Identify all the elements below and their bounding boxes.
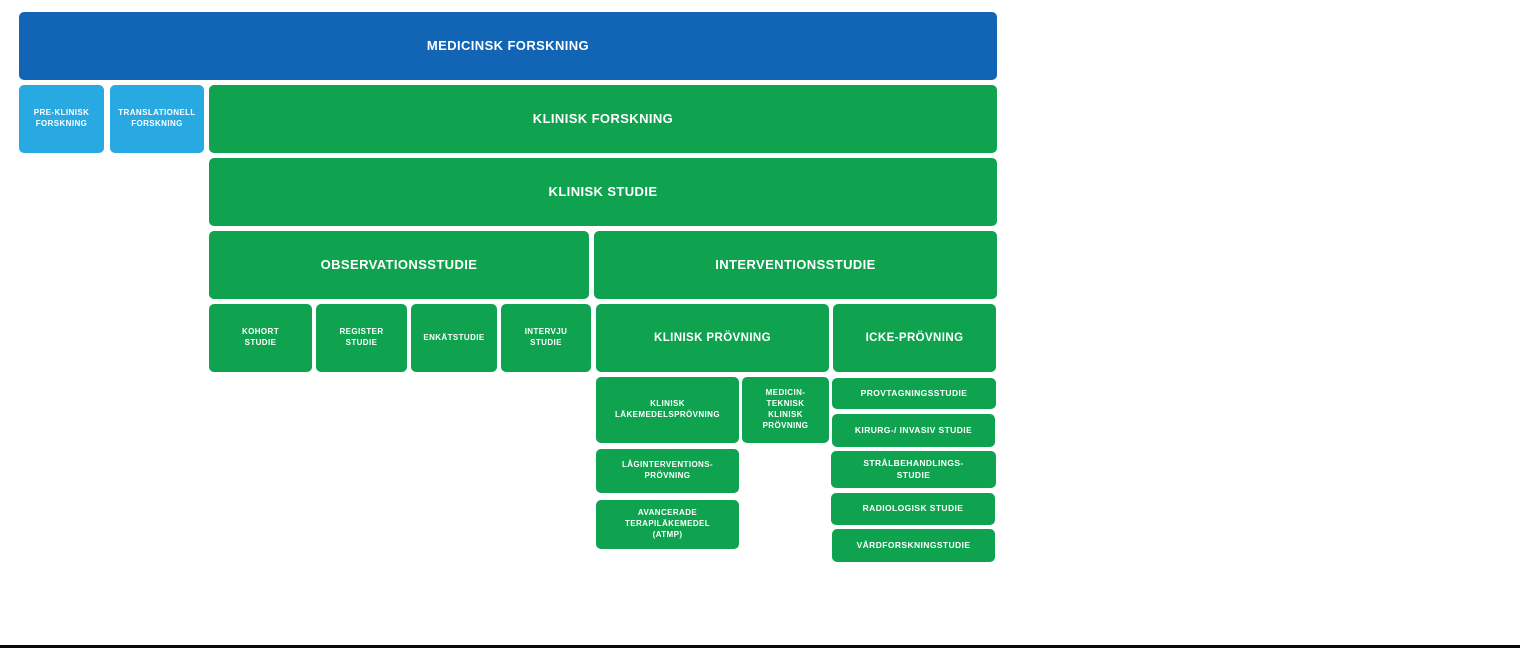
bottom-divider bbox=[0, 645, 1520, 648]
node-translationell-forskning: TRANSLATIONELL FORSKNING bbox=[110, 85, 204, 153]
node-klinisk-lakemedelsprovning: KLINISK LÄKEMEDELSPRÖVNING bbox=[596, 377, 739, 443]
node-enkatstudie: ENKÄTSTUDIE bbox=[411, 304, 497, 372]
node-vardforskningstudie: VÅRDFORSKNINGSTUDIE bbox=[832, 529, 995, 562]
node-register-studie: REGISTER STUDIE bbox=[316, 304, 407, 372]
node-provtagningsstudie: PROVTAGNINGSSTUDIE bbox=[832, 378, 996, 409]
node-intervju-studie: INTERVJU STUDIE bbox=[501, 304, 591, 372]
node-klinisk-provning: KLINISK PRÖVNING bbox=[596, 304, 829, 372]
node-pre-klinisk-forskning: PRE-KLINISK FORSKNING bbox=[19, 85, 104, 153]
node-observationsstudie: OBSERVATIONSSTUDIE bbox=[209, 231, 589, 299]
node-klinisk-forskning: KLINISK FORSKNING bbox=[209, 85, 997, 153]
node-stralbehandlingsstudie: STRÅLBEHANDLINGS- STUDIE bbox=[831, 451, 996, 488]
node-icke-provning: ICKE-PRÖVNING bbox=[833, 304, 996, 372]
node-kirurg-invasiv-studie: KIRURG-/ INVASIV STUDIE bbox=[832, 414, 995, 447]
node-medicinteknisk-klinisk-provning: MEDICIN- TEKNISK KLINISK PRÖVNING bbox=[742, 377, 829, 443]
node-kohort-studie: KOHORT STUDIE bbox=[209, 304, 312, 372]
node-avancerade-terapilakemedel: AVANCERADE TERAPILÄKEMEDEL (ATMP) bbox=[596, 500, 739, 549]
node-interventionsstudie: INTERVENTIONSSTUDIE bbox=[594, 231, 997, 299]
node-radiologisk-studie: RADIOLOGISK STUDIE bbox=[831, 493, 995, 525]
node-medicinsk-forskning: MEDICINSK FORSKNING bbox=[19, 12, 997, 80]
node-klinisk-studie: KLINISK STUDIE bbox=[209, 158, 997, 226]
node-laginterventionsprovning: LÅGINTERVENTIONS- PRÖVNING bbox=[596, 449, 739, 493]
